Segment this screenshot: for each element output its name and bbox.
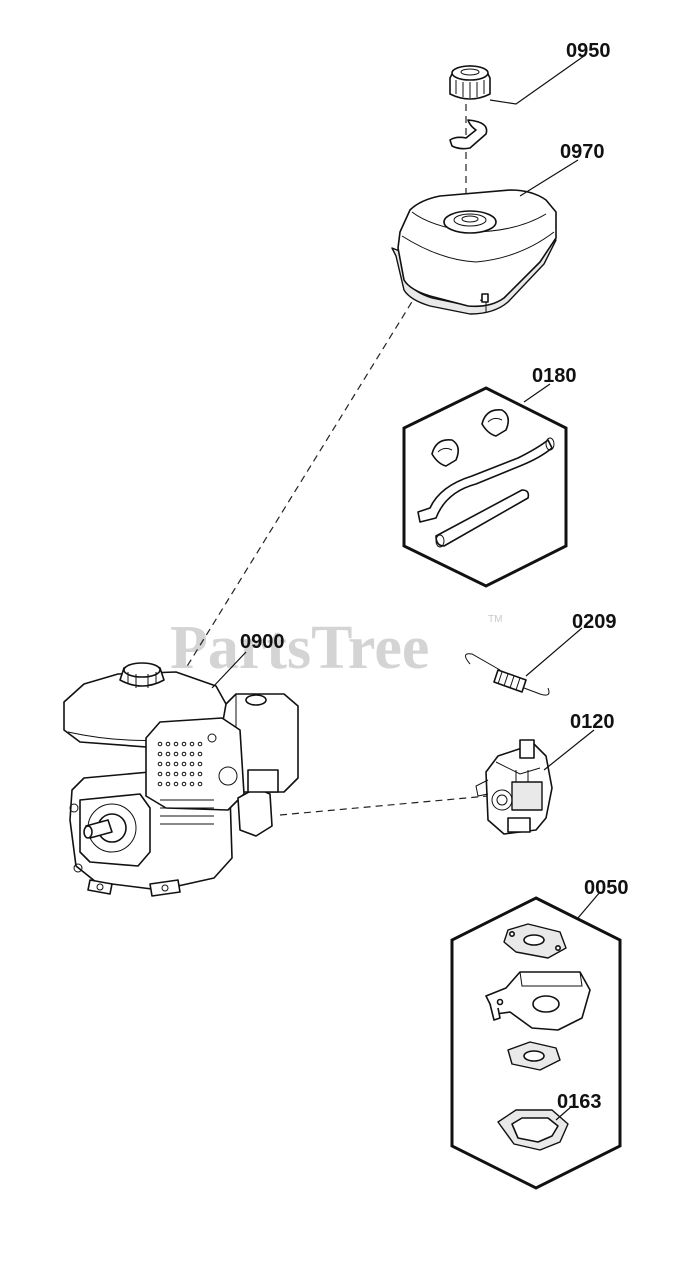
label-0900[interactable]: 0900 (240, 631, 285, 653)
leader-0120 (543, 729, 595, 771)
label-0970[interactable]: 0970 (560, 141, 605, 163)
insulator-block (485, 971, 591, 1031)
leader-0180 (523, 383, 551, 403)
hose-clamp-right (481, 408, 510, 437)
leader-0209 (525, 627, 583, 677)
tank-to-engine-line (185, 291, 419, 669)
gasket-0163 (497, 1109, 569, 1151)
carburetor-to-engine-line (279, 795, 489, 816)
gasket-middle (507, 1041, 561, 1071)
leader-0050 (577, 891, 601, 919)
fuel-tank-part[interactable] (391, 189, 557, 315)
label-0163[interactable]: 0163 (557, 1091, 602, 1113)
leader-0950 (489, 55, 585, 105)
carburetor-part[interactable] (475, 739, 553, 835)
label-0180[interactable]: 0180 (532, 365, 577, 387)
watermark-trademark: TM (488, 614, 502, 625)
muffler-vent-holes (157, 741, 203, 787)
engine-part[interactable] (63, 662, 299, 897)
gasket-top (503, 923, 567, 959)
leader-0970 (519, 159, 579, 197)
label-0120[interactable]: 0120 (570, 711, 615, 733)
fuel-cap-part[interactable] (449, 65, 491, 150)
label-0209[interactable]: 0209 (572, 611, 617, 633)
gasket-kit-part[interactable] (450, 896, 622, 1190)
fuel-line-kit-part[interactable] (402, 386, 568, 588)
label-0950[interactable]: 0950 (566, 40, 611, 62)
hose-clamp-left (431, 438, 460, 467)
spring-part[interactable] (465, 653, 550, 696)
leader-0900 (211, 651, 247, 689)
leader-0163 (555, 1105, 573, 1121)
label-0050[interactable]: 0050 (584, 877, 629, 899)
watermark-text: PartsTree (170, 614, 429, 682)
watermark: PartsTree TM (170, 614, 502, 682)
